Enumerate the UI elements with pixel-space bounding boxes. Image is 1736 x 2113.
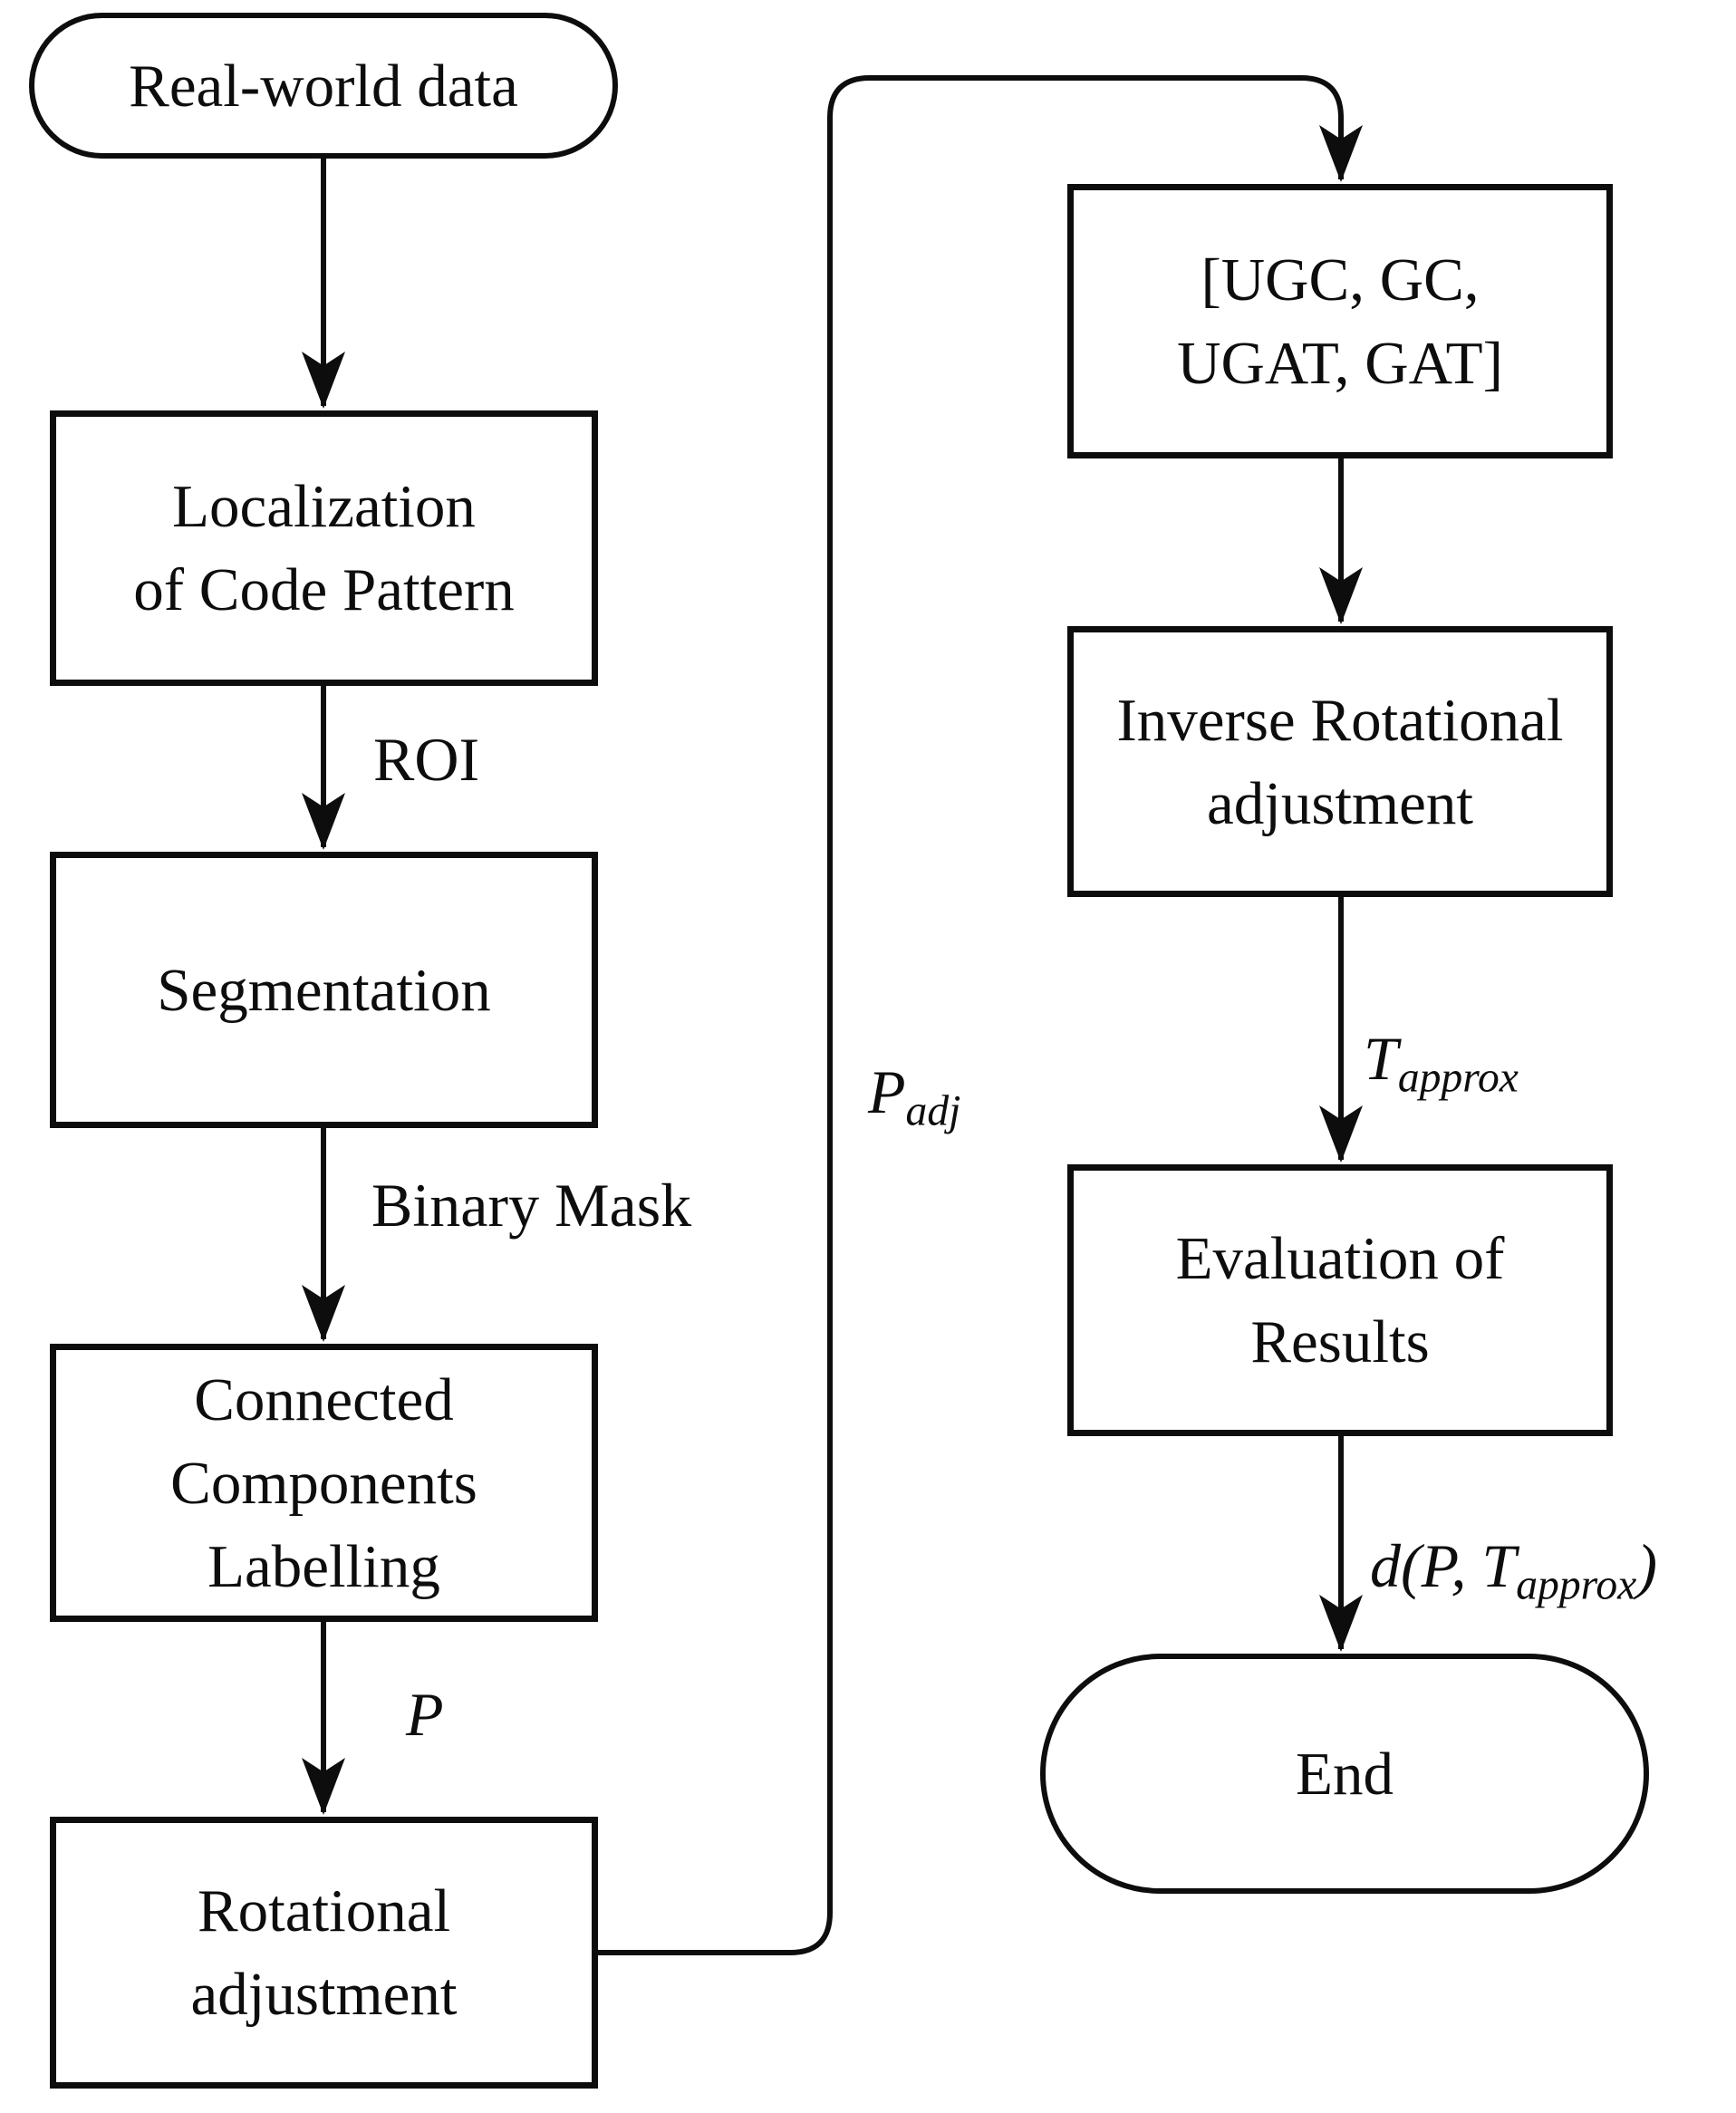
node-end: End (1040, 1654, 1649, 1894)
node-connected-components-line1: Connected (194, 1365, 454, 1433)
node-evaluation-line2: Results (1250, 1308, 1430, 1375)
node-inverse-rotational-line2: adjustment (1206, 769, 1473, 837)
node-transform-list-line1: [UGC, GC, (1201, 246, 1480, 314)
edge-label-distance-post: ) (1636, 1531, 1657, 1600)
node-rotational-line1: Rotational (197, 1877, 451, 1944)
edge-label-p: P (406, 1678, 444, 1751)
edge-label-distance: d(P, Tapprox) (1370, 1529, 1657, 1621)
node-evaluation: Evaluation of Results (1067, 1164, 1613, 1436)
edge-label-t-approx-sub: approx (1397, 1054, 1519, 1102)
node-rotational-line2: adjustment (190, 1961, 458, 2028)
edge-label-p-adj-sub: adj (905, 1087, 961, 1135)
edge-label-distance-pre: d(P, T (1370, 1531, 1517, 1600)
node-inverse-rotational: Inverse Rotational adjustment (1067, 626, 1613, 897)
edge-label-roi: ROI (373, 723, 479, 796)
edge-label-p-adj: Padj (868, 1056, 960, 1147)
node-localization-line2: of Code Pattern (133, 556, 515, 623)
edge-label-binary-mask: Binary Mask (371, 1169, 691, 1241)
node-connected-components-line3: Labelling (207, 1532, 440, 1600)
node-end-label: End (1296, 1740, 1394, 1808)
node-rotational-adjustment: Rotational adjustment (50, 1817, 598, 2089)
node-connected-components-line2: Components (170, 1449, 477, 1517)
node-real-world-data-label: Real-world data (129, 52, 518, 120)
edge-label-t-approx: Tapprox (1364, 1022, 1519, 1114)
node-inverse-rotational-line1: Inverse Rotational (1116, 686, 1564, 754)
edge-label-p-adj-main: P (868, 1057, 906, 1126)
edge-label-p-text: P (406, 1680, 444, 1749)
node-real-world-data: Real-world data (29, 13, 618, 159)
edge-label-t-approx-main: T (1364, 1024, 1398, 1093)
node-localization: Localization of Code Pattern (50, 410, 598, 686)
edge-label-roi-text: ROI (373, 725, 480, 794)
node-evaluation-line1: Evaluation of (1175, 1225, 1505, 1292)
node-transform-list: [UGC, GC, UGAT, GAT] (1067, 184, 1613, 458)
node-segmentation-label: Segmentation (157, 956, 491, 1024)
edge-label-distance-sub: approx (1516, 1561, 1637, 1609)
edge-label-binary-mask-text: Binary Mask (371, 1171, 692, 1240)
node-connected-components: Connected Components Labelling (50, 1344, 598, 1622)
node-segmentation: Segmentation (50, 852, 598, 1128)
connector-rotational-to-transform-list (592, 75, 1363, 1955)
node-localization-line1: Localization (172, 473, 476, 540)
node-transform-list-line2: UGAT, GAT] (1177, 329, 1503, 397)
